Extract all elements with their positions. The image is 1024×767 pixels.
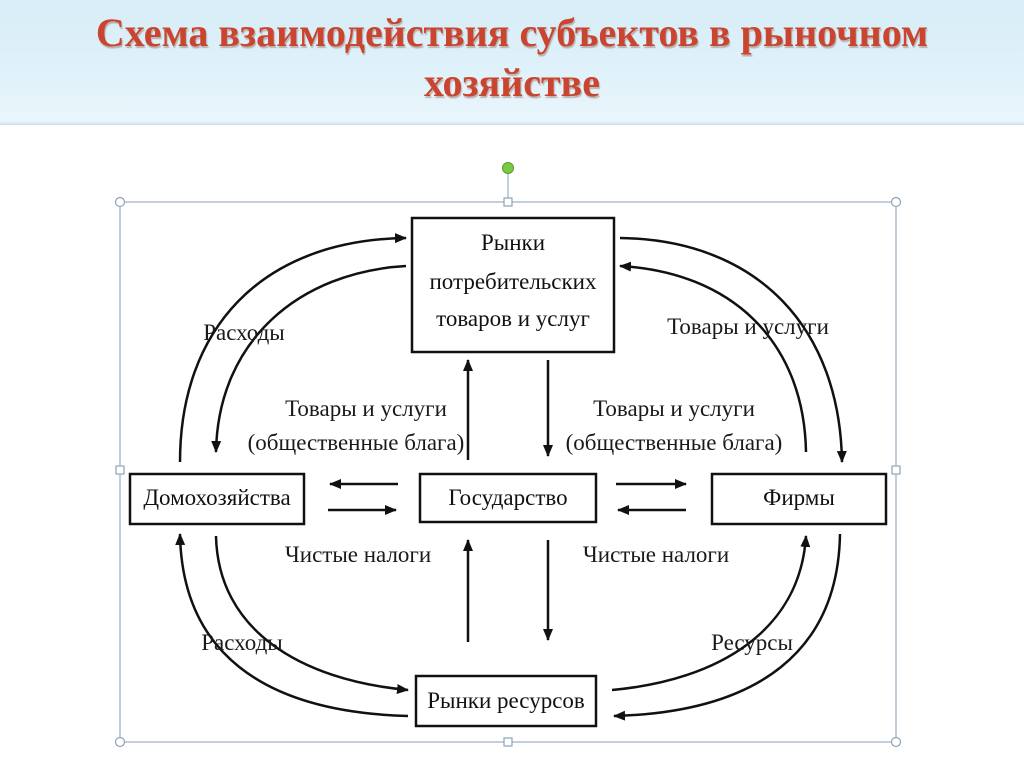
label-mid-left-goods-2: (общественные блага) (248, 430, 465, 455)
resize-handle-top-left[interactable] (114, 196, 126, 208)
arrow-consumer-market-to-households-inner (211, 264, 407, 453)
arrow-households-to-resource-market-inner (214, 535, 409, 694)
firms-node: Фирмы (710, 472, 888, 526)
arrow-resource-market-to-firms-inner (611, 535, 811, 692)
label-mid-left-goods-1: Товары и услуги (285, 396, 447, 421)
arrow-households-to-consumer-market-outer (178, 233, 407, 463)
slide-title: Схема взаимодействия субъектов в рыночно… (0, 8, 1024, 108)
slide-title-line-1: Схема взаимодействия субъектов в рыночно… (95, 10, 929, 55)
arrow-firms-to-resource-market-outer (613, 533, 842, 721)
label-bottom-right-resources: Ресурсы (711, 630, 793, 655)
label-mid-right-goods-1: Товары и услуги (593, 396, 755, 421)
resize-handle-bottom[interactable] (503, 737, 513, 747)
resize-handle-top[interactable] (503, 197, 513, 207)
government-label: Государство (448, 485, 567, 510)
resource-market-label: Рынки ресурсов (427, 688, 585, 713)
resize-handle-bottom-right[interactable] (890, 736, 902, 748)
label-top-left-expenses: Расходы (203, 320, 285, 345)
label-bottom-left-expenses: Расходы (201, 630, 283, 655)
consumer-market-label-3: товаров и услуг (436, 306, 590, 331)
label-mid-right-goods-2: (общественные блага) (566, 430, 783, 455)
firms-label: Фирмы (763, 485, 835, 510)
title-band (0, 0, 1024, 125)
households-label: Домохозяйства (143, 485, 290, 510)
arrow-resource-market-to-households-outer (175, 533, 409, 718)
resize-handle-top-right[interactable] (890, 196, 902, 208)
label-right-net-taxes: Чистые налоги (583, 542, 729, 567)
resize-handle-bottom-left[interactable] (114, 736, 126, 748)
resource-market-node: Рынки ресурсов (414, 674, 598, 728)
resize-handle-left[interactable] (115, 465, 125, 475)
arrow-consumer-market-to-firms-outer (619, 236, 847, 463)
rotate-handle[interactable] (502, 162, 514, 174)
resize-handle-right[interactable] (891, 465, 901, 475)
consumer-market-node: Рынки потребительских товаров и услуг (410, 216, 616, 354)
label-left-net-taxes: Чистые налоги (285, 542, 431, 567)
consumer-market-label-2: потребительских (430, 269, 597, 294)
consumer-market-label-1: Рынки (481, 230, 545, 255)
label-top-right-goods: Товары и услуги (667, 314, 829, 339)
slide-title-line-2: хозяйстве (424, 60, 600, 105)
government-node: Государство (418, 472, 598, 524)
arrow-firms-to-consumer-market-inner (619, 261, 808, 453)
households-node: Домохозяйства (128, 472, 306, 526)
